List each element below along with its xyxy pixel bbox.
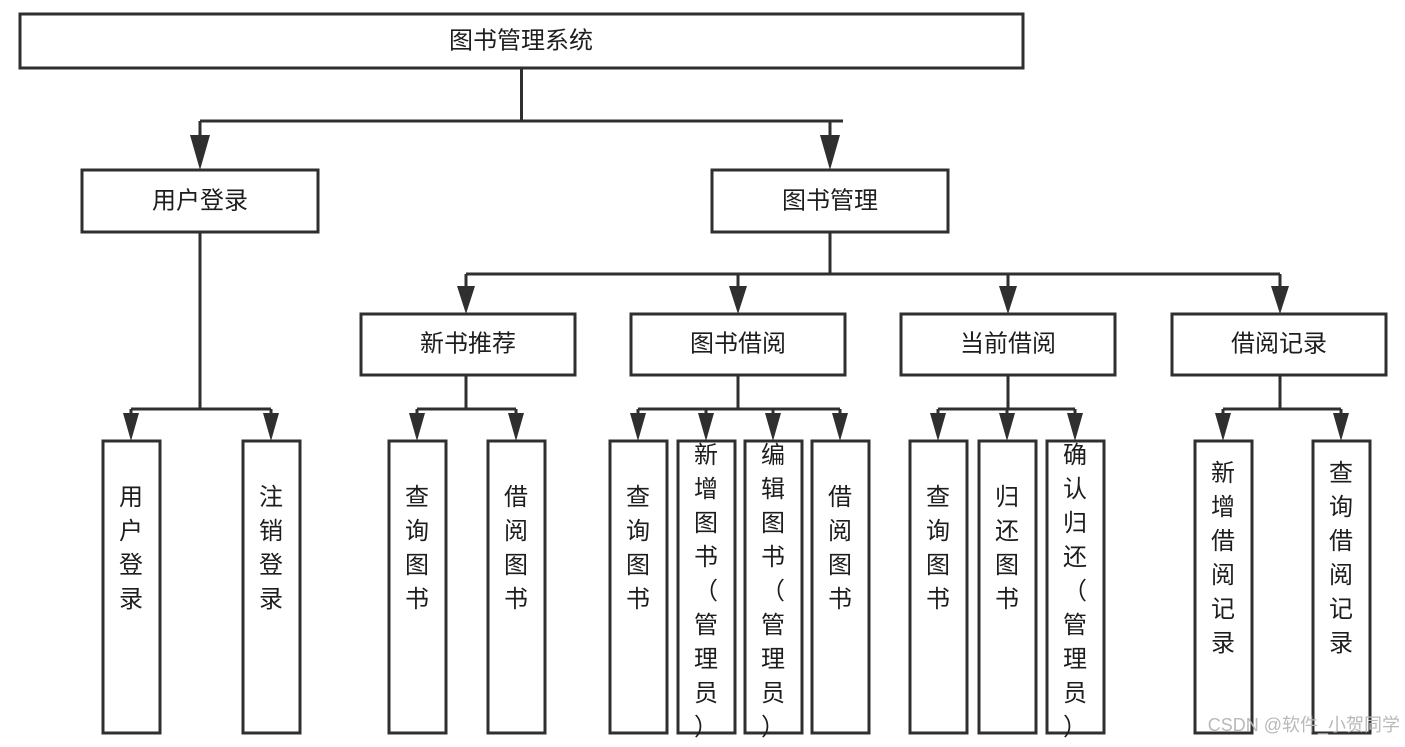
node-borrow-label: 图书借阅 — [690, 330, 786, 357]
node-current[interactable]: 当前借阅 — [899, 312, 1117, 377]
node-login[interactable]: 用户登录 — [80, 168, 320, 234]
node-root[interactable]: 图书管理系统 — [18, 12, 1025, 70]
arrowhead-leaf4 — [508, 413, 524, 441]
arrowhead-leaf5 — [630, 413, 646, 441]
node-leaf5-label: 查询图书 — [626, 484, 650, 613]
arrowhead-borrow — [729, 286, 747, 314]
arrowhead-newbook — [457, 286, 475, 314]
node-leaf2[interactable]: 注销登录 — [241, 439, 302, 735]
arrowhead-current — [999, 286, 1017, 314]
node-leaf8[interactable]: 借阅图书 — [810, 439, 871, 735]
arrowhead-leaf7 — [765, 413, 781, 441]
arrowhead-leaf10 — [999, 413, 1015, 441]
node-leaf7-label: 编辑图书（管理员） — [761, 442, 785, 741]
arrowhead-records — [1271, 286, 1289, 314]
arrowhead-bookmgmt — [820, 135, 840, 170]
node-records-label: 借阅记录 — [1231, 330, 1327, 357]
arrowhead-leaf2 — [263, 413, 279, 441]
edges-layer — [123, 68, 1349, 441]
arrowhead-leaf6 — [698, 413, 714, 441]
node-leaf13[interactable]: 查询借阅记录 — [1311, 439, 1372, 735]
nodes-layer: 图书管理系统 用户登录 图书管理 新书推荐 图书借阅 当前 — [18, 12, 1388, 741]
arrowhead-leaf12 — [1215, 413, 1231, 441]
arrowhead-login — [190, 135, 210, 170]
node-leaf3-label: 查询图书 — [405, 484, 429, 613]
node-leaf2-label: 注销登录 — [259, 484, 283, 613]
node-leaf11-label: 确认归还（管理员） — [1063, 442, 1087, 741]
arrowhead-leaf13 — [1333, 413, 1349, 441]
node-login-label: 用户登录 — [152, 187, 248, 214]
node-root-label: 图书管理系统 — [449, 27, 593, 54]
node-leaf6-label: 新增图书（管理员） — [694, 442, 718, 741]
node-leaf9[interactable]: 查询图书 — [908, 439, 969, 735]
node-leaf9-label: 查询图书 — [926, 484, 950, 613]
arrowhead-leaf3 — [409, 413, 425, 441]
arrowhead-leaf9 — [930, 413, 946, 441]
watermark-label: CSDN @软件_小贺同学 — [1208, 715, 1400, 736]
node-leaf1-label: 用户登录 — [119, 484, 143, 613]
node-leaf3[interactable]: 查询图书 — [387, 439, 448, 735]
node-leaf11[interactable]: 确认归还（管理员） — [1045, 439, 1106, 741]
node-leaf8-label: 借阅图书 — [828, 484, 852, 613]
node-leaf6[interactable]: 新增图书（管理员） — [676, 439, 737, 741]
node-leaf12[interactable]: 新增借阅记录 — [1193, 439, 1254, 735]
node-leaf13-label: 查询借阅记录 — [1329, 460, 1353, 657]
node-leaf4-label: 借阅图书 — [504, 484, 528, 613]
arrowhead-leaf11 — [1067, 413, 1083, 441]
node-records[interactable]: 借阅记录 — [1170, 312, 1388, 377]
node-leaf10-label: 归还图书 — [995, 484, 1019, 613]
node-leaf7[interactable]: 编辑图书（管理员） — [743, 439, 804, 741]
node-leaf5[interactable]: 查询图书 — [608, 439, 669, 735]
node-bookmgmt[interactable]: 图书管理 — [710, 168, 950, 234]
node-leaf1[interactable]: 用户登录 — [101, 439, 162, 735]
node-bookmgmt-label: 图书管理 — [782, 187, 878, 214]
node-leaf10[interactable]: 归还图书 — [977, 439, 1038, 735]
node-leaf12-label: 新增借阅记录 — [1211, 460, 1235, 657]
arrowhead-leaf1 — [123, 413, 139, 441]
node-borrow[interactable]: 图书借阅 — [629, 312, 847, 377]
node-current-label: 当前借阅 — [960, 330, 1056, 357]
arrowhead-leaf8 — [832, 413, 848, 441]
node-leaf4[interactable]: 借阅图书 — [486, 439, 547, 735]
node-newbook-label: 新书推荐 — [420, 330, 516, 357]
node-newbook[interactable]: 新书推荐 — [359, 312, 577, 377]
